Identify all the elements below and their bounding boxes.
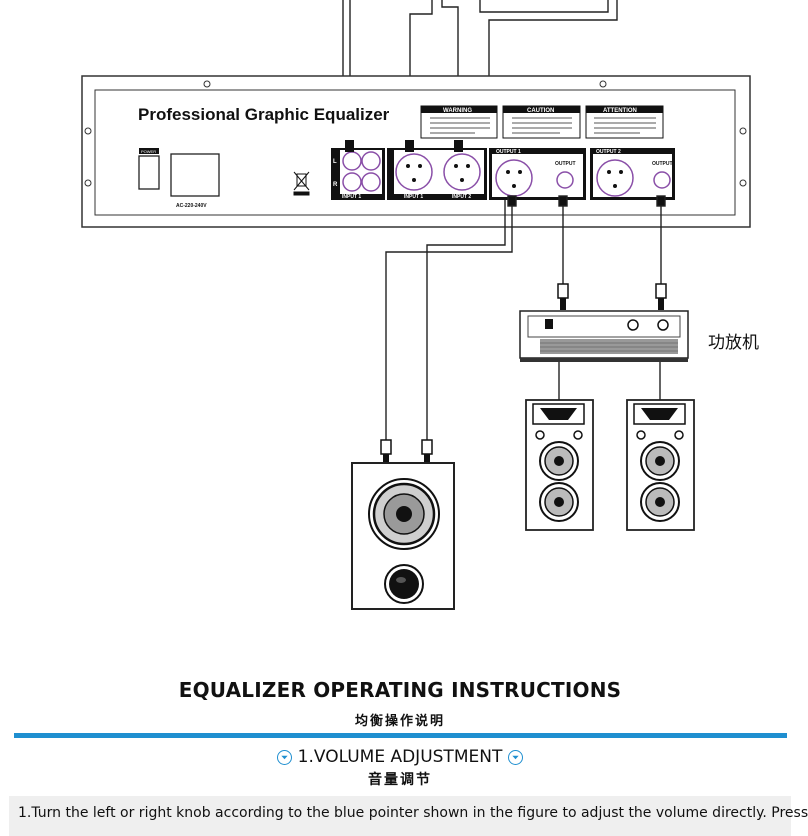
svg-text:INPUT 1: INPUT 1 [404, 194, 423, 200]
section-heading: 1.VOLUME ADJUSTMENT [0, 745, 800, 769]
caution-label: CAUTION [502, 105, 581, 139]
instruction-box [9, 796, 791, 836]
section-divider [14, 733, 787, 738]
jack-output-1[interactable] [556, 171, 574, 189]
instructions-title-cn: 均衡操作说明 [354, 714, 445, 729]
input-section-1: L R INPUT 1 [331, 148, 385, 200]
amplifier-label: 功放机 [708, 333, 759, 353]
jack-output-2[interactable] [653, 171, 671, 189]
input-jack-r1[interactable] [342, 172, 362, 192]
output-section-2: OUTPUT 2 OUTPUT [590, 148, 675, 200]
section-title-cn: 音量调节 [368, 772, 432, 788]
xlr-output-1[interactable] [495, 159, 533, 197]
svg-text:R: R [333, 182, 338, 188]
warning-label: WARNING [420, 105, 498, 139]
voltage-label: AC-220-240V [176, 203, 207, 209]
power-switch[interactable] [138, 155, 160, 190]
subwoofer-plugs [380, 439, 433, 463]
weee-bin-icon [293, 171, 310, 196]
svg-text:L: L [333, 159, 337, 165]
speaker-left [525, 399, 594, 531]
amp-knob-right[interactable] [657, 319, 669, 331]
svg-text:CAUTION: CAUTION [527, 108, 554, 114]
device-title: Professional Graphic Equalizer [138, 105, 390, 124]
chevron-down-icon [508, 749, 524, 765]
power-label: POWER [141, 149, 156, 154]
equalizer-rear-panel: Professional Graphic Equalizer POWER AC-… [81, 75, 751, 228]
svg-text:ATTENTION: ATTENTION [603, 108, 637, 114]
instructions-title: EQUALIZER OPERATING INSTRUCTIONS [178, 678, 622, 702]
power-socket[interactable] [170, 153, 220, 197]
speaker-right [626, 399, 695, 531]
xlr-output-2[interactable] [596, 159, 634, 197]
amplifier-plugs [557, 283, 667, 310]
connection-diagram: Professional Graphic Equalizer POWER AC-… [81, 0, 751, 610]
svg-text:WARNING: WARNING [443, 108, 472, 114]
attention-label: ATTENTION [585, 105, 664, 139]
section-title: 1.VOLUME ADJUSTMENT [297, 747, 503, 767]
input-jack-r2[interactable] [361, 172, 381, 192]
input-section-2: INPUT 1 INPUT 2 [387, 148, 487, 200]
input-jack-l1[interactable] [342, 151, 362, 171]
output-section-1: OUTPUT 1 OUTPUT [489, 148, 586, 200]
xlr-input-1[interactable] [395, 153, 433, 191]
svg-text:OUTPUT: OUTPUT [652, 161, 673, 167]
instruction-paragraph: 1.Turn the left or right knob according … [18, 805, 808, 821]
svg-text:OUTPUT 2: OUTPUT 2 [596, 149, 621, 155]
input-plugs [345, 140, 463, 152]
chevron-down-icon [276, 749, 292, 765]
output-cables [385, 195, 666, 445]
speaker-cables [558, 362, 661, 400]
xlr-input-2[interactable] [443, 153, 481, 191]
power-amplifier [519, 310, 689, 362]
svg-text:OUTPUT: OUTPUT [555, 161, 576, 167]
amp-knob-left[interactable] [627, 319, 639, 331]
svg-text:INPUT 1: INPUT 1 [342, 194, 361, 200]
subwoofer [351, 462, 455, 610]
input-jack-l2[interactable] [361, 151, 381, 171]
svg-text:OUTPUT 1: OUTPUT 1 [496, 149, 521, 155]
svg-text:INPUT 2: INPUT 2 [452, 194, 471, 200]
